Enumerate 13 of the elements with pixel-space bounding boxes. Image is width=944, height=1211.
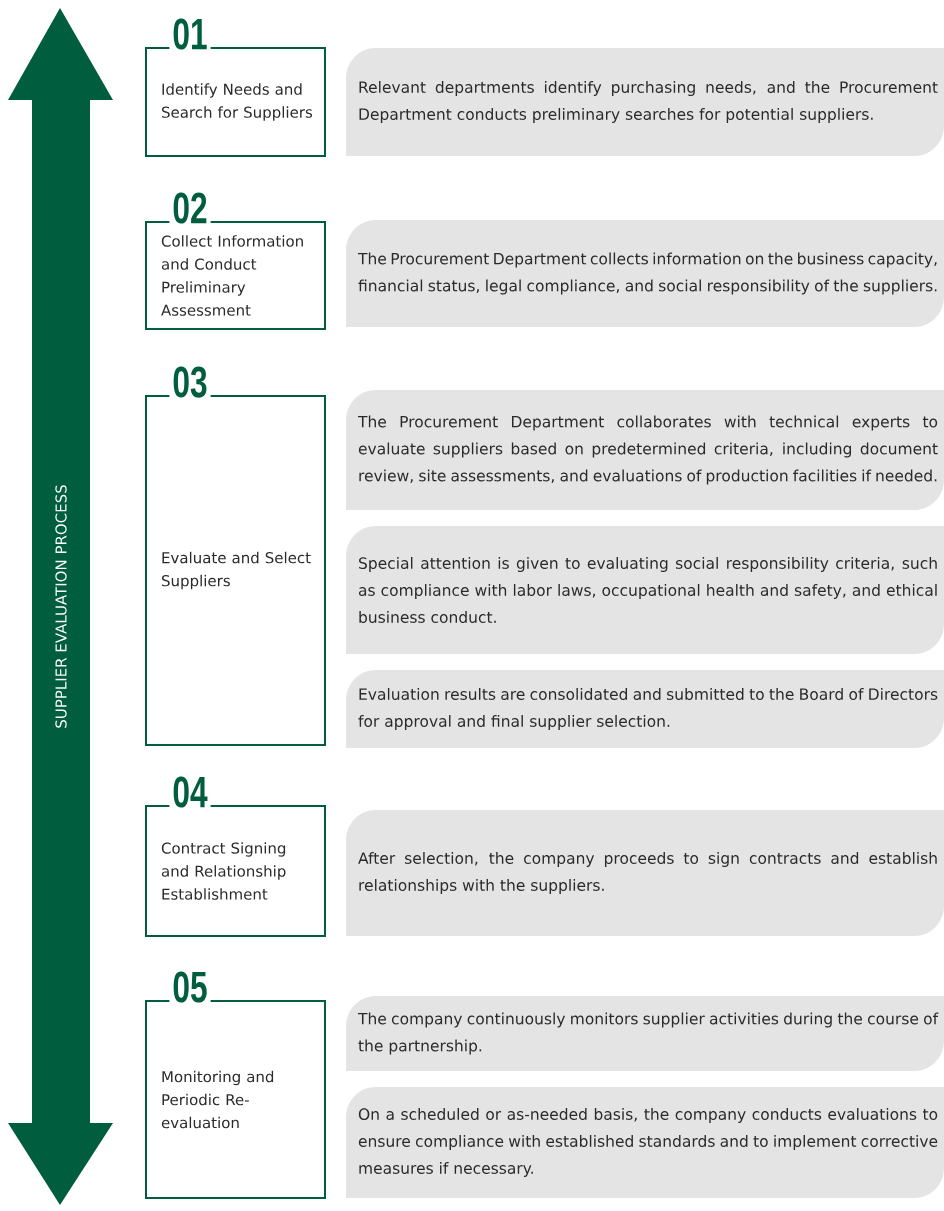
description-panel: The Procurement Department collaborates with technical experts to evaluate suppliers based on predetermined criteria, including document review, site assessments, and evaluations of production facilities if needed.	[346, 390, 944, 510]
description-panel: The Procurement Department collects information on the business capacity, financial status, legal compliance, and social responsibility of the suppliers.	[346, 220, 944, 327]
step-number: 05	[169, 971, 211, 1003]
description-panel: Evaluation results are consolidated and submitted to the Board of Directors for approval and final supplier selection.	[346, 670, 944, 748]
step-number: 03	[169, 366, 211, 398]
description-panel: On a scheduled or as-needed basis, the company conducts evaluations to ensure compliance with established standards and to implement corrective measures if necessary.	[346, 1087, 944, 1198]
description-panel: Relevant departments identify purchasing needs, and the Procurement Department conducts preliminary searches for potential suppliers.	[346, 48, 944, 156]
description-panel: After selection, the company proceeds to sign contracts and establish relationships with the suppliers.	[346, 810, 944, 936]
description-panel: Special attention is given to evaluating social responsibility criteria, such as compliance with labor laws, occupational health and safety, and ethical business conduct.	[346, 526, 944, 654]
step-number: 04	[169, 776, 211, 808]
step-number: 02	[169, 192, 211, 224]
step-number: 01	[169, 18, 211, 50]
description-panel: The company continuously monitors supplier activities during the course of the partnership.	[346, 996, 944, 1071]
